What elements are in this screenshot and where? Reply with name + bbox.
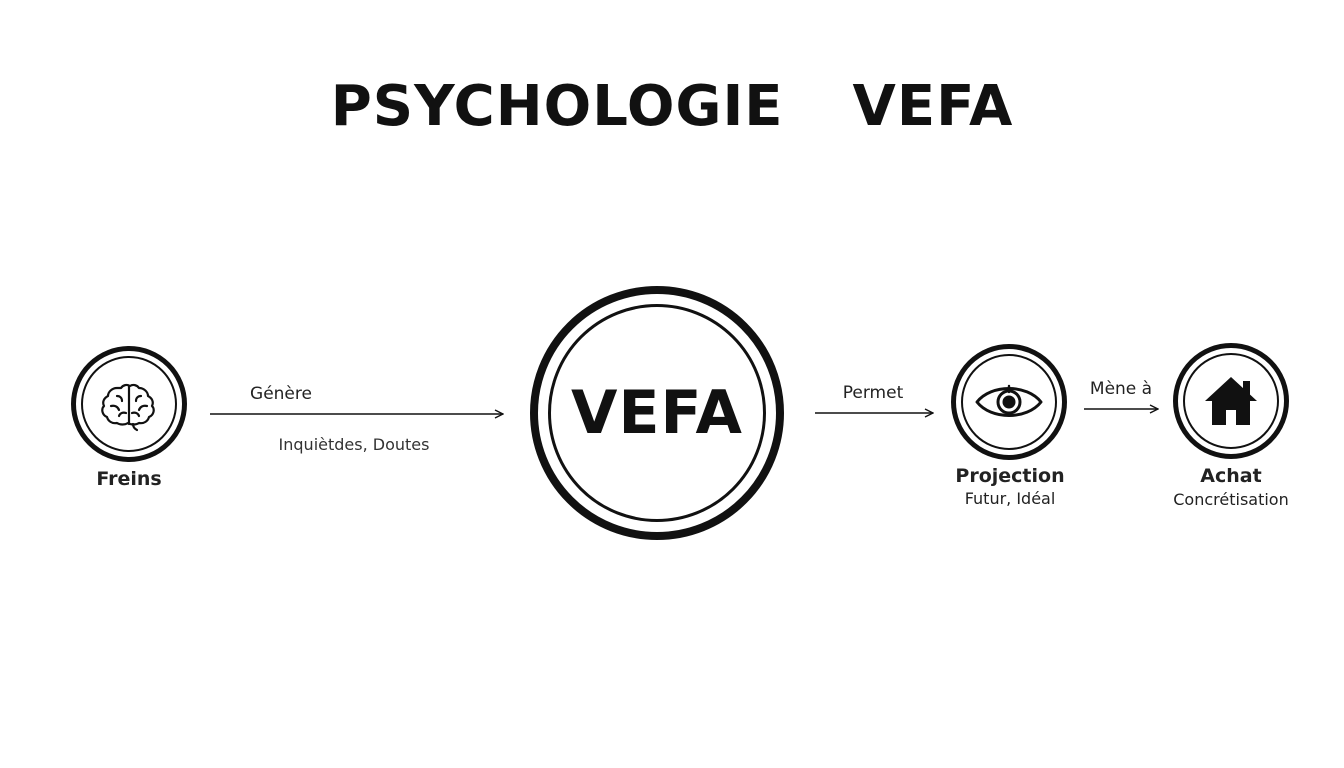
- node-projection: [951, 344, 1067, 460]
- node-achat-inner: [1183, 353, 1279, 449]
- eye-icon: [973, 378, 1045, 426]
- node-projection-label: Projection: [955, 465, 1065, 487]
- diagram-title: PSYCHOLOGIE VEFA: [330, 74, 1014, 139]
- edge-permet-label: Permet: [842, 383, 904, 403]
- node-freins-inner: [81, 356, 177, 452]
- house-icon: [1201, 373, 1261, 429]
- node-vefa-center: VEFA: [530, 286, 784, 540]
- node-freins-label: Freins: [96, 468, 162, 490]
- node-freins: [71, 346, 187, 462]
- brain-icon: [97, 372, 161, 436]
- node-projection-inner: [961, 354, 1057, 450]
- edge-genere-sublabel: Inquiètdes, Doutes: [278, 435, 430, 454]
- node-vefa-inner: VEFA: [548, 304, 766, 522]
- edge-mene-label: Mène à: [1089, 379, 1153, 399]
- node-achat-sublabel: Concrétisation: [1173, 490, 1289, 509]
- node-projection-sublabel: Futur, Idéal: [964, 489, 1056, 508]
- node-vefa-label: VEFA: [571, 378, 743, 448]
- node-achat: [1173, 343, 1289, 459]
- node-achat-label: Achat: [1200, 465, 1262, 487]
- edge-genere-label: Génère: [250, 384, 312, 404]
